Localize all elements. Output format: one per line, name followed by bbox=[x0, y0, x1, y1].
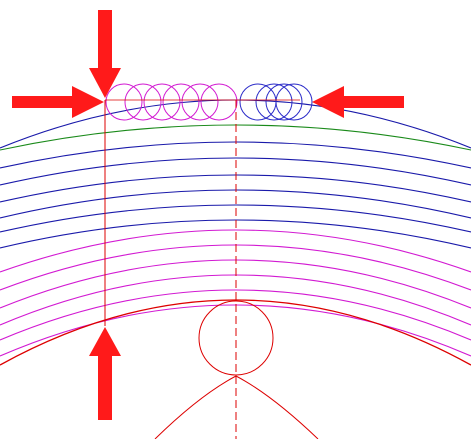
top-circle-magenta-6 bbox=[200, 83, 238, 121]
arc-magenta-1 bbox=[0, 229, 471, 273]
top-circle-magenta-5 bbox=[181, 83, 219, 121]
top-circle-magenta-1 bbox=[105, 83, 143, 121]
arrow-top-down bbox=[89, 10, 121, 98]
arrow-right-left bbox=[312, 86, 404, 118]
arrow-bottom-up bbox=[89, 327, 121, 420]
arc-blue-3 bbox=[0, 157, 471, 186]
indicator-arrows bbox=[12, 10, 404, 420]
cusp-curve-right bbox=[235, 375, 319, 439]
top-circle-blue-2 bbox=[255, 83, 293, 121]
top-circle-magenta-4 bbox=[162, 83, 200, 121]
arc-blue-6 bbox=[0, 204, 471, 233]
arc-red-bottom bbox=[0, 299, 471, 366]
center-circle bbox=[198, 300, 274, 376]
construction-lines bbox=[104, 99, 319, 439]
top-circle-magenta-2 bbox=[124, 83, 162, 121]
top-circle-magenta-3 bbox=[143, 83, 181, 121]
top-circle-row bbox=[105, 83, 313, 121]
arrow-left-right bbox=[12, 86, 104, 118]
top-circle-blue-3 bbox=[265, 83, 303, 121]
arc-magenta-5 bbox=[0, 289, 471, 341]
cusp-curve-left bbox=[154, 375, 237, 439]
